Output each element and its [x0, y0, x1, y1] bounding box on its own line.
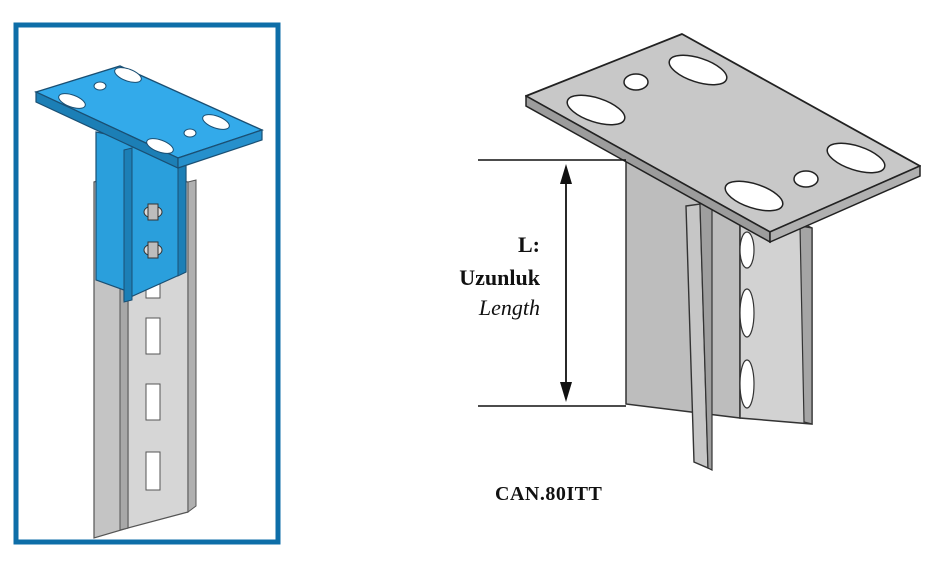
- channel-slot: [145, 383, 161, 421]
- dimension-arrow-up: [560, 164, 572, 184]
- dimension-symbol-label: L:: [518, 232, 540, 257]
- channel-slot: [739, 288, 755, 338]
- channel-slot: [145, 317, 161, 355]
- channel-slot: [739, 231, 755, 269]
- bolt: [143, 241, 163, 259]
- part-drawing: [478, 33, 921, 471]
- dimension-name-turkish: Uzunluk: [459, 265, 540, 290]
- plate-slot: [146, 138, 174, 154]
- plate-slot: [724, 180, 784, 212]
- part-top-plate: [525, 33, 921, 244]
- plate-slot: [826, 142, 886, 174]
- dimension-name-english: Length: [478, 295, 540, 320]
- dimension-arrow-down: [560, 382, 572, 402]
- plate-hole: [793, 170, 819, 188]
- bolt: [143, 203, 163, 221]
- plate-hole: [93, 81, 107, 91]
- plate-hole: [183, 128, 197, 138]
- plate-hole: [623, 73, 649, 91]
- plate-slot: [566, 94, 626, 126]
- channel-slot: [739, 359, 755, 409]
- plate-slot: [202, 114, 230, 130]
- length-dimension: [478, 159, 626, 407]
- assembly-view: [13, 22, 281, 545]
- channel-slot: [145, 451, 161, 491]
- plate-slot: [114, 67, 142, 83]
- product-code: CAN.80ITT: [495, 483, 603, 505]
- plate-slot: [58, 93, 86, 109]
- plate-slot: [668, 54, 728, 86]
- blue-hanger-bracket: [34, 65, 264, 303]
